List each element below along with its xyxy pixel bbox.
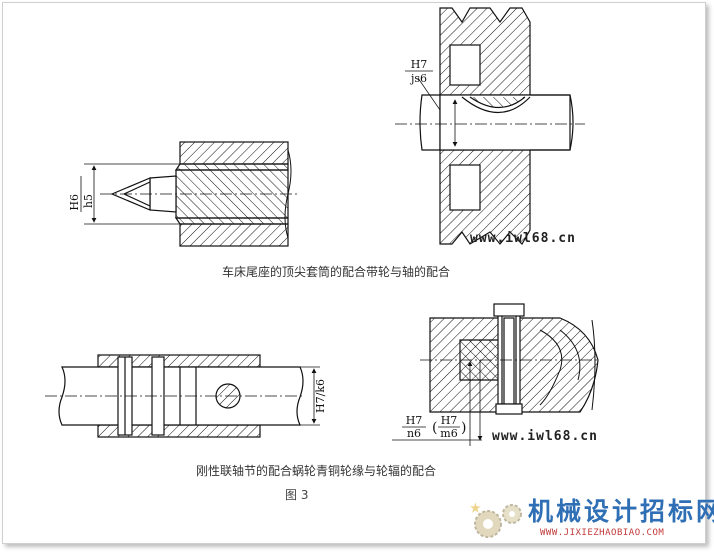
caption-bottom: 刚性联轴节的配合蜗轮青铜轮缘与轮辐的配合 xyxy=(196,464,437,478)
worm-fit-label: H7 n6 ( H7 m6 ) xyxy=(402,414,466,440)
worm-gear-drawing xyxy=(392,303,600,446)
gear-logo-icon: ★ xyxy=(470,501,522,538)
svg-text:(: ( xyxy=(432,420,437,436)
worm-fit-inner-num: H7 xyxy=(441,414,458,427)
coupling-drawing xyxy=(45,354,320,438)
pulley-drawing xyxy=(395,7,585,245)
worm-fit-inner-den: m6 xyxy=(440,427,457,440)
pulley-fit-num: H7 xyxy=(411,58,428,71)
brand-name: 机械设计招标网 xyxy=(528,497,714,526)
tailstock-fit-num: H6 xyxy=(68,194,81,211)
tailstock-drawing xyxy=(84,141,300,247)
worm-fit-outer-num: H7 xyxy=(406,414,423,427)
figure-label: 图 3 xyxy=(285,488,309,502)
caption-top: 车床尾座的顶尖套筒的配合带轮与轴的配合 xyxy=(222,265,451,279)
svg-text:): ) xyxy=(461,420,466,436)
pulley-fit-label: H7 js6 xyxy=(405,58,433,85)
drawing-watermark-bottom: www.iwl68.cn xyxy=(492,429,598,444)
brand-url: WWW.JIXIEZHAOBIAO.COM xyxy=(540,528,665,538)
svg-text:★: ★ xyxy=(470,501,481,515)
drawing-watermark-top: www.iwl68.cn xyxy=(470,231,576,246)
tailstock-fit-label: H6 h5 xyxy=(68,176,95,212)
coupling-fit-label: H7/k6 xyxy=(314,379,327,413)
worm-fit-outer-den: n6 xyxy=(407,427,421,440)
figure-frame xyxy=(2,2,706,544)
tailstock-fit-den: h5 xyxy=(82,194,95,208)
pulley-fit-den: js6 xyxy=(409,72,427,85)
